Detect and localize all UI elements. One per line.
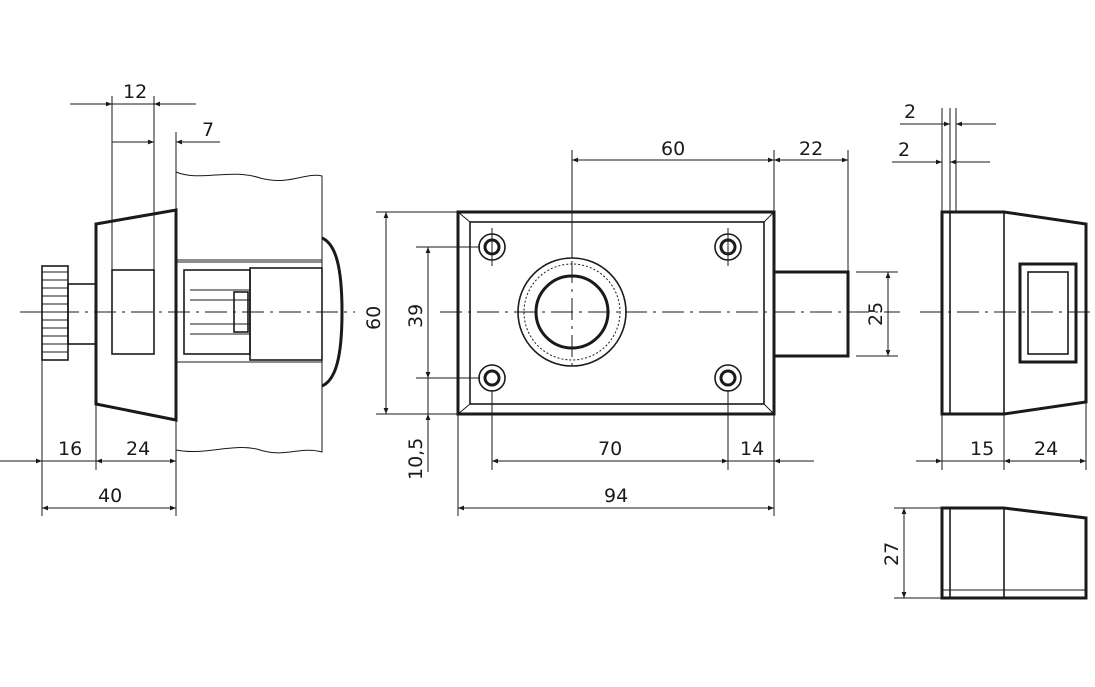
- door-section-upper: [175, 171, 323, 261]
- housing-profile: [94, 208, 178, 422]
- dim-24-side: 24: [126, 438, 150, 460]
- dim-60-top: 60: [661, 138, 685, 160]
- front-view: 60 22 60 39 10,5 25: [363, 138, 900, 516]
- dim-27: 27: [881, 542, 903, 566]
- dim-2-b: 2: [898, 139, 910, 161]
- side-view: 12 7 16 24 40: [0, 81, 355, 516]
- dim-12: 12: [123, 81, 147, 103]
- rosette: [321, 236, 344, 388]
- dim-22: 22: [799, 138, 823, 160]
- right-bolt-window: [1018, 262, 1078, 364]
- door-section-lower: [175, 361, 323, 454]
- dim-14: 14: [740, 438, 764, 460]
- dim-7: 7: [202, 119, 214, 141]
- dim-39: 39: [405, 304, 427, 328]
- right-dimensions: 2 2 15 24: [892, 101, 1087, 470]
- dim-94: 94: [604, 485, 628, 507]
- dim-70: 70: [598, 438, 622, 460]
- dim-60-height: 60: [363, 306, 385, 330]
- dim-24-right: 24: [1034, 438, 1058, 460]
- knob-shaft: [67, 283, 97, 345]
- bolt: [772, 270, 850, 358]
- dim-25: 25: [865, 302, 887, 326]
- dim-16: 16: [58, 438, 82, 460]
- front-dimensions: 60 22 60 39 10,5 25: [363, 138, 898, 516]
- side-dimensions: 12 7 16 24 40: [0, 81, 220, 516]
- dim-2-a: 2: [904, 101, 916, 123]
- right-housing: [940, 210, 1088, 416]
- bottom-view: 27: [881, 506, 1088, 600]
- case-inner: [469, 221, 765, 405]
- right-view: 2 2 15 24: [892, 101, 1095, 470]
- knob-knurl: [42, 271, 68, 353]
- dim-10-5: 10,5: [405, 438, 427, 480]
- bottom-dimensions: 27: [881, 507, 942, 599]
- bottom-housing: [940, 506, 1088, 600]
- dim-40: 40: [98, 485, 122, 507]
- dim-15: 15: [970, 438, 994, 460]
